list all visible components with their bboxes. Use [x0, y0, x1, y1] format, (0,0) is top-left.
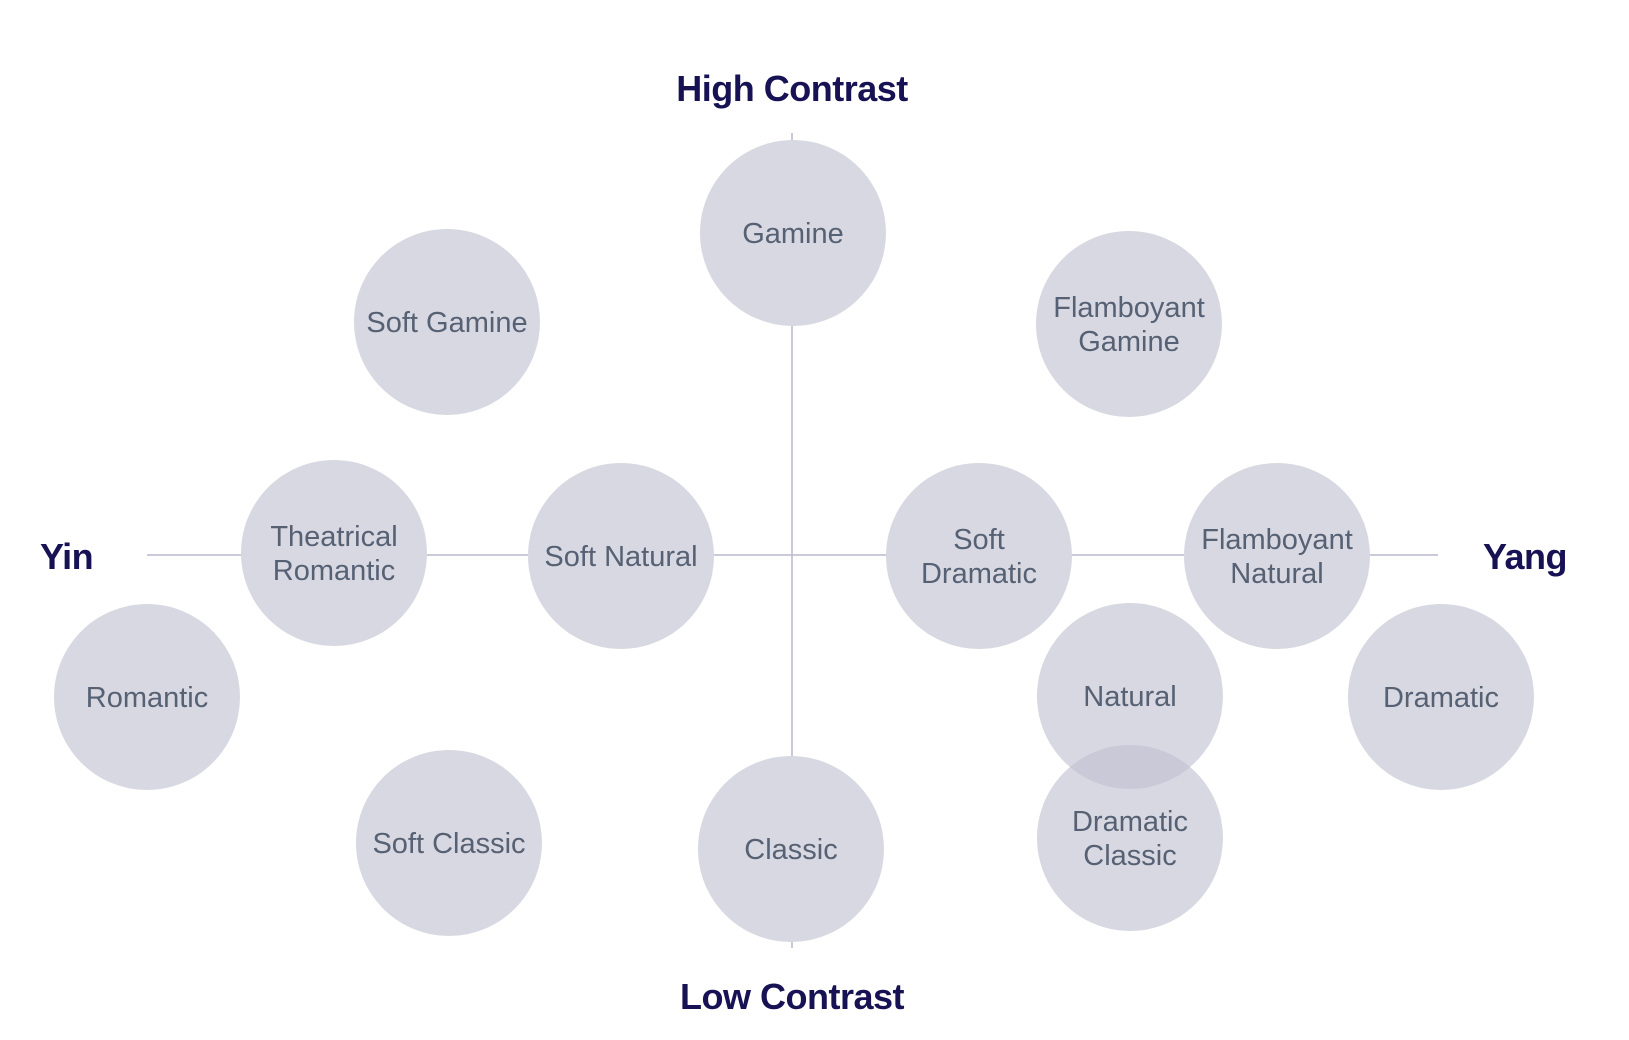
node-romantic: Romantic: [54, 604, 240, 790]
node-classic: Classic: [698, 756, 884, 942]
node-circle-soft-dramatic: [886, 463, 1072, 649]
node-dramatic: Dramatic: [1348, 604, 1534, 790]
node-natural: Natural: [1037, 603, 1223, 789]
node-circle-soft-gamine: [354, 229, 540, 415]
node-circle-natural: [1037, 603, 1223, 789]
node-soft-gamine: Soft Gamine: [354, 229, 540, 415]
node-label-gamine: Gamine: [742, 218, 844, 250]
node-circle-soft-classic: [356, 750, 542, 936]
node-circle-soft-natural: [528, 463, 714, 649]
node-label-soft-natural: Soft Natural: [544, 541, 697, 573]
axis-label-yin: Yin: [40, 536, 93, 577]
axis-label-low-contrast: Low Contrast: [680, 976, 905, 1017]
node-soft-natural: Soft Natural: [528, 463, 714, 649]
node-label-soft-gamine: Soft Gamine: [366, 307, 527, 339]
node-circle-classic: [698, 756, 884, 942]
axis-label-high-contrast: High Contrast: [676, 68, 908, 109]
node-label-natural: Natural: [1083, 681, 1177, 713]
node-label-soft-classic: Soft Classic: [372, 828, 525, 860]
node-gamine: Gamine: [700, 140, 886, 326]
node-circle-romantic: [54, 604, 240, 790]
node-circle-dramatic-classic: [1037, 745, 1223, 931]
node-label-classic: Classic: [744, 834, 837, 866]
node-circle-dramatic: [1348, 604, 1534, 790]
node-circle-flamboyant-gamine: [1036, 231, 1222, 417]
node-label-dramatic: Dramatic: [1383, 682, 1499, 714]
node-soft-classic: Soft Classic: [356, 750, 542, 936]
node-circle-theatrical-romantic: [241, 460, 427, 646]
node-circle-flamboyant-natural: [1184, 463, 1370, 649]
node-circle-gamine: [700, 140, 886, 326]
node-label-romantic: Romantic: [86, 682, 209, 714]
axis-label-yang: Yang: [1483, 536, 1567, 577]
